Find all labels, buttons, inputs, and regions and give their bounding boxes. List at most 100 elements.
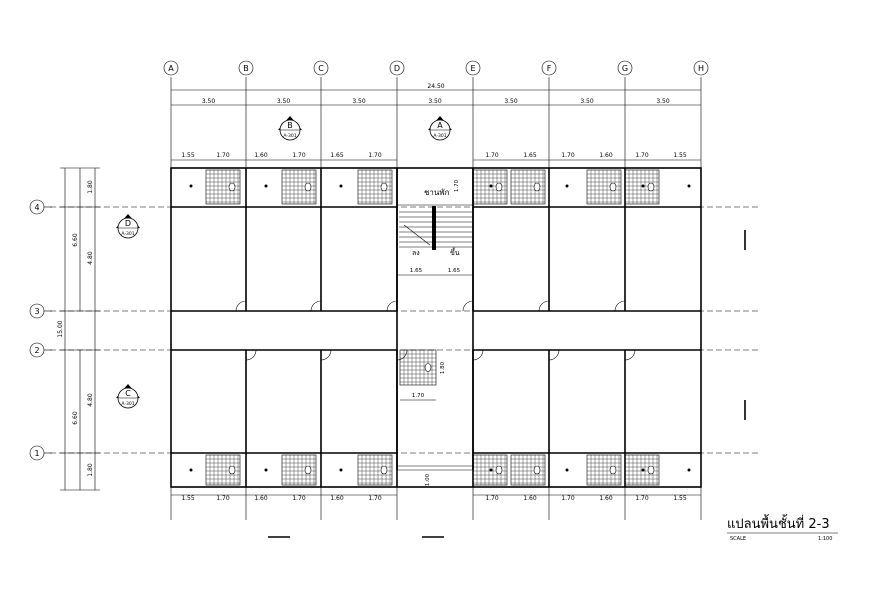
grid-bubble-col: [541, 60, 557, 76]
title-block: แปลนพื้นชั้นที่ 2-3 SCALE 1:100: [727, 514, 838, 542]
dim-overall-text: 24.50: [427, 83, 444, 90]
dim-top-seg-text: 1.70: [216, 152, 230, 159]
door-swing: [538, 300, 550, 312]
section-marker-sheet: A-301: [121, 401, 134, 407]
dim-top-seg-text: 1.65: [523, 152, 537, 159]
dim-top-seg-text: 1.55: [181, 152, 195, 159]
dim-bot-seg-text: 1.70: [561, 495, 575, 502]
grid-bubble-col: [617, 60, 633, 76]
section-marker-letter: A: [437, 121, 443, 130]
fixture-dot: [641, 184, 645, 188]
toilet-icon: [647, 182, 655, 192]
dim-bot-seg-text: 1.70: [485, 495, 499, 502]
section-marker-sheet: A-301: [283, 133, 296, 139]
outer-wall: [170, 167, 702, 488]
dim-bay-text: 3.50: [656, 98, 670, 105]
bathroom-outline: [472, 169, 508, 205]
door-swing: [472, 349, 484, 361]
section-marker-sheet: A-301: [121, 231, 134, 237]
bathroom-bottom: [510, 454, 546, 486]
bathroom-outline: [357, 454, 393, 486]
dim-top-seg-text: 1.70: [561, 152, 575, 159]
fixture-dot: [489, 184, 493, 188]
grid-bubble-col-label: B: [243, 64, 249, 73]
toilet-icon: [228, 182, 236, 192]
door-swing: [462, 300, 474, 312]
bathroom-bottom: [281, 454, 317, 486]
grid-bubble-col-label: H: [698, 64, 704, 73]
dim-bot-seg-text: 1.60: [330, 495, 344, 502]
room-fixtures: [189, 169, 691, 486]
fixture-dot: [339, 184, 343, 188]
bathroom-bottom: [357, 454, 393, 486]
grid-bubble-row-label: 1: [34, 449, 39, 458]
scale-label: SCALE: [730, 536, 746, 542]
bathroom-outline: [510, 454, 546, 486]
bathroom-outline: [624, 454, 660, 486]
dim-bay-text: 3.50: [504, 98, 518, 105]
fixture-dot: [189, 184, 193, 188]
section-marker: AA-301: [428, 116, 452, 141]
dim-top-seg-text: 1.60: [599, 152, 613, 159]
toilet-icon: [228, 465, 236, 475]
bathroom-top: [357, 169, 393, 205]
toilet-icon: [380, 465, 388, 475]
dim-top-seg-text: 1.70: [368, 152, 382, 159]
section-marker: B A-301: [278, 116, 302, 141]
dim-left-seg-text: 4.80: [87, 393, 94, 407]
dim-left-overall-text: 15.00: [57, 320, 64, 337]
bathroom-outline: [281, 169, 317, 205]
stair-arrow: [403, 224, 431, 246]
grid-lines: [50, 77, 760, 520]
bathroom-outline: [586, 169, 622, 205]
fixture-dot: [687, 184, 691, 188]
stair-labels: ชานพัก ลง ขึ้น: [412, 188, 460, 257]
grid-bubble-row-label: 2: [34, 346, 39, 355]
dim-left-seg-text: 1.80: [87, 180, 94, 194]
bathroom-top: [586, 169, 622, 205]
dim-bay-text: 3.50: [580, 98, 594, 105]
dim-wc-height: 1.80: [440, 361, 446, 374]
section-marker: CA-301: [116, 384, 140, 409]
dim-bay-text: 3.50: [352, 98, 366, 105]
dim-bot-seg-text: 1.70: [635, 495, 649, 502]
grid-bubble-row-label: 3: [34, 307, 39, 316]
dim-bay-text: 3.50: [202, 98, 216, 105]
fixture-dot: [565, 468, 569, 472]
toilet-icon: [424, 363, 432, 372]
bathroom-outline: [586, 454, 622, 486]
section-marker-letter: B: [287, 121, 293, 130]
dim-entry-depth: 1.00: [425, 473, 431, 486]
dim-bot-seg-text: 1.70: [292, 495, 306, 502]
door-swing: [548, 349, 560, 361]
section-marker: D A-301: [116, 214, 140, 239]
dim-wc-width: 1.70: [412, 393, 425, 399]
grid-bubble-col-label: G: [622, 64, 628, 73]
dim-bot-seg-text: 1.60: [599, 495, 613, 502]
dim-top-seg-text: 1.70: [292, 152, 306, 159]
stair: [398, 204, 472, 250]
toilet-icon: [647, 465, 655, 475]
dim-left-seg-text: 1.80: [87, 463, 94, 477]
dim-top-seg-text: 1.65: [330, 152, 344, 159]
stair-handrail: [432, 206, 436, 250]
bathroom-outline: [624, 169, 660, 205]
grid-bubble-col-label: D: [394, 64, 400, 73]
bathroom-outline: [205, 454, 241, 486]
toilet-icon: [304, 465, 312, 475]
toilet-icon: [533, 465, 541, 475]
toilet-icon: [380, 182, 388, 192]
fixture-dot: [565, 184, 569, 188]
toilet-icon: [533, 182, 541, 192]
section-marker-letter: D: [125, 219, 131, 228]
dim-bot-seg-text: 1.60: [254, 495, 268, 502]
dim-bot-seg-text: 1.55: [673, 495, 687, 502]
stair-up-label: ขึ้น: [450, 246, 460, 257]
dim-left-seg-text: 4.80: [87, 251, 94, 265]
grid-bubble-col: [163, 60, 179, 76]
door-swing: [396, 349, 408, 361]
